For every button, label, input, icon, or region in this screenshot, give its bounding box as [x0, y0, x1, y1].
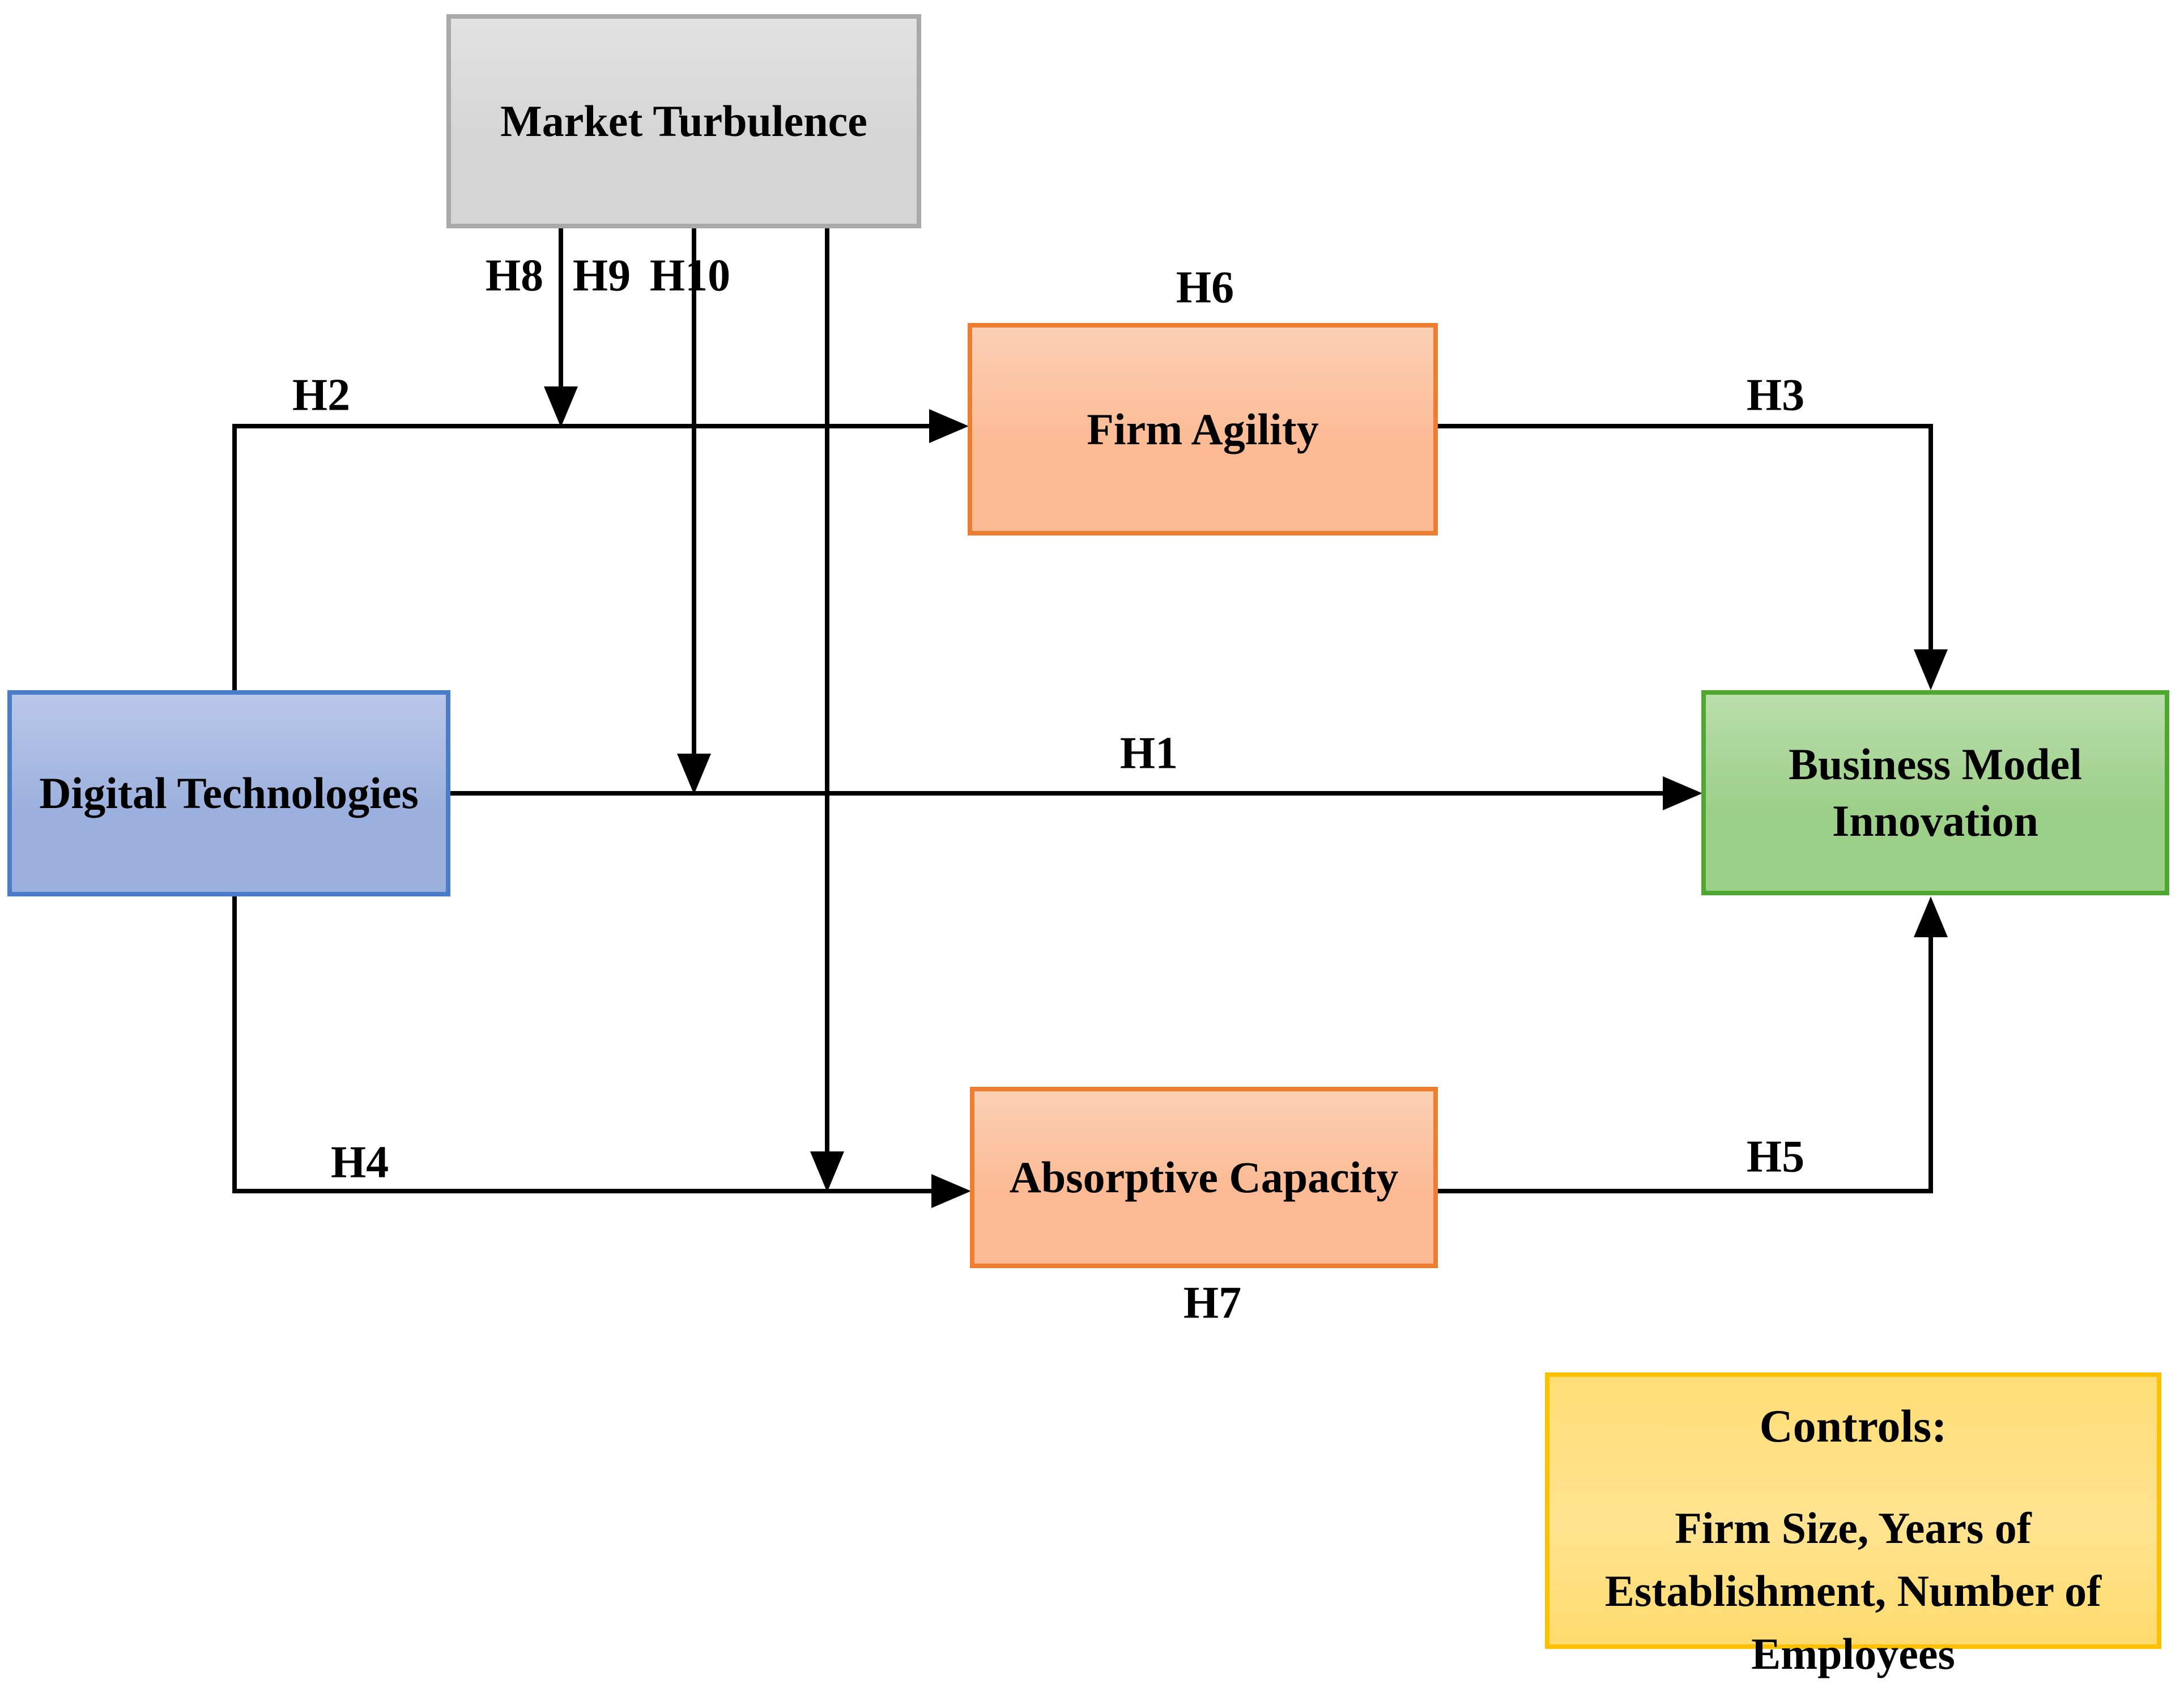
h2-arrowhead-icon: [929, 409, 969, 443]
controls-box: Controls: Firm Size, Years of Establishm…: [1545, 1372, 2161, 1678]
firm-agility-label: Firm Agility: [1087, 404, 1319, 454]
h2-connector-vertical: [232, 426, 237, 692]
controls-body-text: Firm Size, Years of Establishment, Numbe…: [1604, 1503, 2102, 1678]
h2-connector-horizontal: [232, 424, 930, 428]
h3-connector-horizontal: [1438, 424, 1933, 428]
market-turbulence-box: Market Turbulence: [446, 14, 921, 228]
h4-label: H4: [330, 1137, 389, 1188]
digital-technologies-label: Digital Technologies: [39, 768, 419, 818]
digital-technologies-box: Digital Technologies: [7, 690, 450, 896]
bmi-label-line1: Business Model: [1789, 739, 2082, 789]
h6-label: H6: [1176, 262, 1234, 313]
h4-connector-horizontal: [232, 1189, 933, 1193]
h8-arrowhead-icon: [544, 386, 578, 427]
h4-arrowhead-icon: [931, 1174, 971, 1208]
h2-label: H2: [292, 370, 351, 420]
h7-label: H7: [1183, 1278, 1242, 1328]
h1-label: H1: [1119, 728, 1178, 779]
h10-moderation-line: [825, 227, 829, 1153]
market-turbulence-label: Market Turbulence: [500, 96, 867, 146]
h3-arrowhead-icon: [1914, 649, 1948, 690]
h5-label: H5: [1746, 1132, 1805, 1182]
h3-connector-vertical: [1928, 424, 1933, 651]
h8-moderation-line: [559, 227, 563, 388]
h9-label: H9: [572, 250, 631, 301]
h9-arrowhead-icon: [677, 754, 711, 794]
h1-connector-horizontal: [450, 791, 1664, 796]
h5-connector-vertical: [1928, 935, 1933, 1193]
h1-arrowhead-icon: [1663, 776, 1702, 810]
h8-label: H8: [485, 250, 544, 301]
business-model-innovation-label: Business Model Innovation: [1789, 736, 2082, 849]
bmi-label-line2: Innovation: [1832, 796, 2039, 845]
controls-heading: Controls:: [1759, 1400, 1947, 1452]
h10-label: H10: [649, 250, 731, 301]
h4-connector-vertical: [232, 895, 237, 1193]
h3-label: H3: [1746, 370, 1805, 420]
h5-connector-horizontal: [1438, 1189, 1933, 1193]
business-model-innovation-box: Business Model Innovation: [1701, 690, 2169, 895]
absorptive-capacity-label: Absorptive Capacity: [1009, 1153, 1399, 1202]
h9-moderation-line: [692, 227, 696, 755]
h10-arrowhead-icon: [810, 1151, 844, 1192]
absorptive-capacity-box: Absorptive Capacity: [970, 1087, 1438, 1268]
h5-arrowhead-icon: [1914, 896, 1948, 937]
firm-agility-box: Firm Agility: [968, 323, 1438, 535]
